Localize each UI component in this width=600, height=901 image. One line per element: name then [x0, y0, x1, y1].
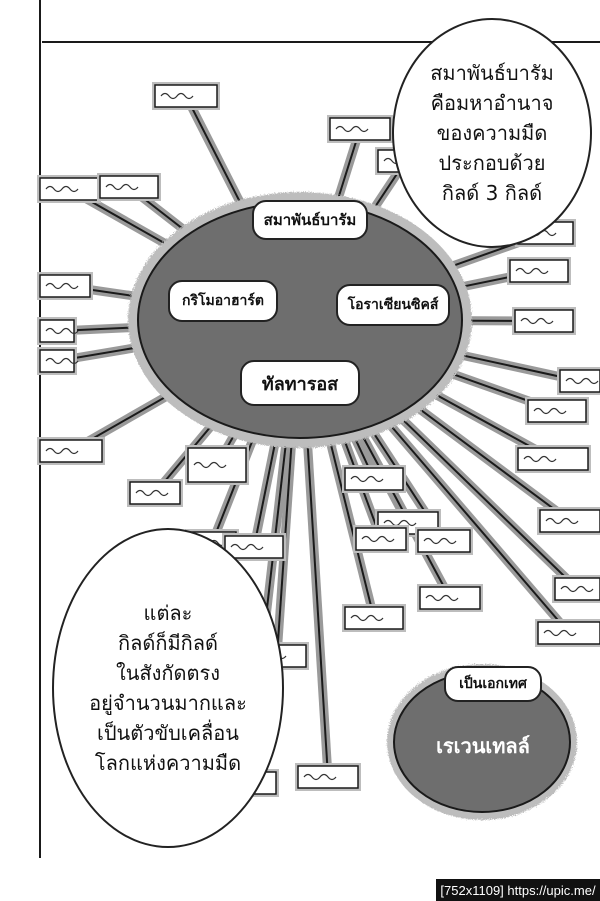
image-credit: [752x1109] https://upic.me/ — [436, 879, 600, 901]
scribble-mark — [515, 267, 549, 275]
bubble-line: กิลด์ 3 กิลด์ — [441, 181, 543, 205]
bubble-line: อยู่จำนวนมากและ — [89, 691, 247, 715]
center-title-label: สมาพันธ์บารัม — [252, 200, 368, 240]
minor-guild-box — [39, 349, 75, 373]
scribble-mark — [45, 282, 79, 290]
scribble-mark — [423, 537, 457, 545]
scribble-mark — [303, 773, 337, 781]
minor-guild-box — [514, 309, 574, 333]
scribble-mark — [520, 317, 554, 325]
minor-guild-box — [187, 447, 247, 483]
scribble-mark — [350, 475, 384, 483]
minor-guild-box — [224, 535, 284, 559]
independent-badge: เป็นเอกเทศ — [444, 666, 542, 702]
minor-guild-box — [39, 439, 103, 463]
bubble-line: สมาพันธ์บารัม — [430, 61, 554, 85]
scribble-mark — [45, 447, 79, 455]
guild-label-oracion: โอราเซียนซิคส์ — [336, 284, 450, 326]
scribble-mark — [335, 125, 369, 133]
scribble-mark — [45, 327, 79, 335]
bubble-line: เป็นตัวขับเคลื่อน — [97, 721, 239, 745]
scribble-mark — [135, 489, 169, 497]
bubble-line: ของความมืด — [436, 121, 548, 145]
minor-guild-box — [154, 84, 218, 108]
minor-guild-box — [129, 481, 181, 505]
minor-guild-box — [39, 319, 75, 343]
minor-guild-box — [517, 447, 589, 471]
minor-guild-box — [559, 369, 600, 393]
scribble-mark — [105, 183, 139, 191]
scribble-mark — [361, 535, 395, 543]
minor-guild-box — [344, 606, 404, 630]
bubble-line: ประกอบด้วย — [438, 151, 546, 175]
scribble-mark — [45, 357, 79, 365]
independent-guild-name: เรเวนเทลล์ — [436, 734, 530, 758]
minor-guild-box — [39, 274, 91, 298]
scribble-mark — [383, 519, 417, 527]
scribble-mark — [565, 377, 599, 385]
scribble-mark — [545, 517, 579, 525]
minor-guild-box — [99, 175, 159, 199]
scribble-mark — [560, 585, 594, 593]
minor-guild-box — [509, 259, 569, 283]
speech-bubble-top-right: สมาพันธ์บารัม คือมหาอำนาจ ของความมืด ประ… — [392, 18, 592, 248]
bubble-line: กิลด์ก็มีกิลด์ — [118, 631, 218, 655]
minor-guild-boxes — [37, 82, 600, 797]
minor-guild-box — [537, 621, 600, 645]
guild-label-grimoire: กริโมอาฮาร์ต — [168, 280, 278, 322]
scribble-mark — [45, 185, 79, 193]
guild-label-tartaros: ทัลทารอส — [240, 360, 360, 406]
minor-guild-box — [527, 399, 587, 423]
scribble-mark — [425, 594, 459, 602]
scribble-mark — [193, 461, 227, 469]
bubble-line: โลกแห่งความมืด — [94, 751, 242, 775]
bubble-line: คือมหาอำนาจ — [430, 91, 554, 115]
minor-guild-box — [344, 467, 404, 491]
scribble-mark — [230, 543, 264, 551]
bubble-line: แต่ละ — [143, 601, 193, 625]
scribble-mark — [533, 407, 567, 415]
minor-guild-box — [417, 529, 471, 553]
scribble-mark — [350, 614, 384, 622]
speech-bubble-bottom-left: แต่ละ กิลด์ก็มีกิลด์ ในสังกัดตรง อยู่จำน… — [52, 528, 284, 848]
bubble-line: ในสังกัดตรง — [115, 661, 220, 685]
scribble-mark — [523, 455, 557, 463]
minor-guild-box — [39, 177, 99, 201]
minor-guild-box — [355, 527, 407, 551]
scribble-mark — [160, 92, 194, 100]
scribble-mark — [543, 629, 577, 637]
